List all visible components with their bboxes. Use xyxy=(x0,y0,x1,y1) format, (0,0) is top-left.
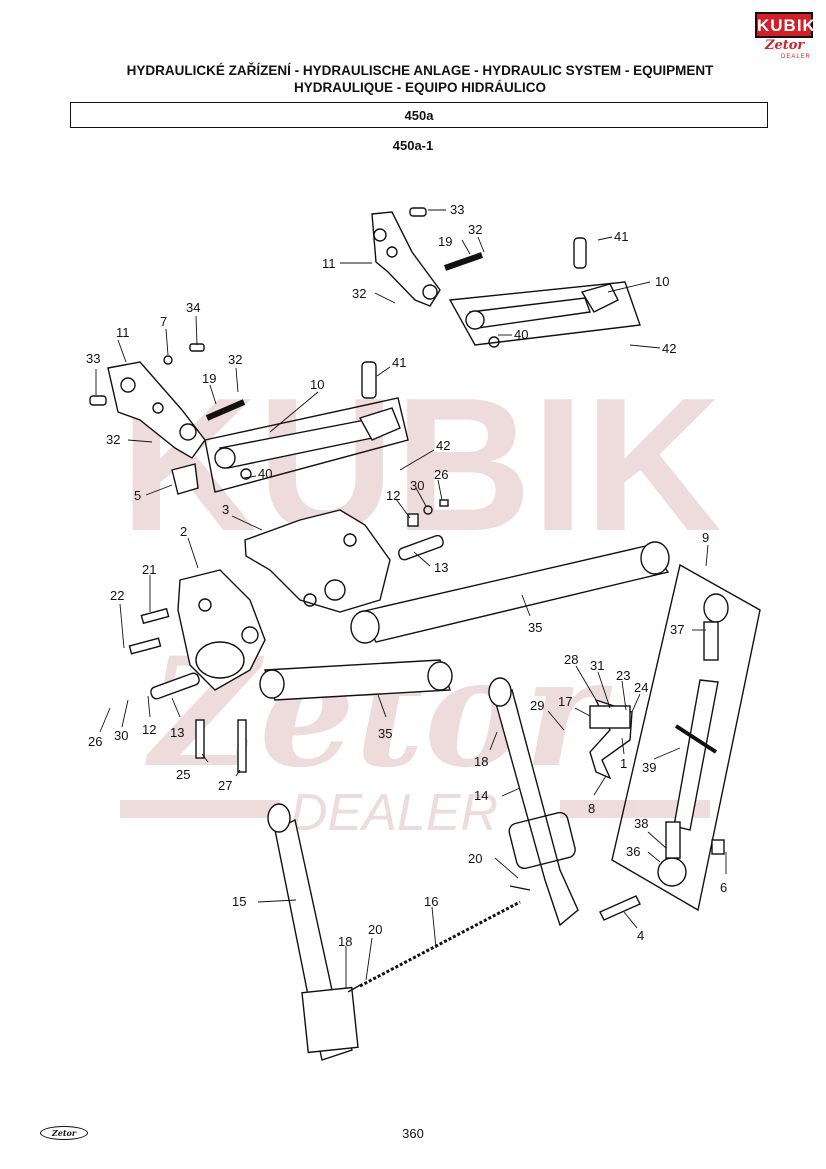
callout-10-left: 10 xyxy=(310,377,324,392)
callout-11-left: 11 xyxy=(116,325,130,340)
pin-4 xyxy=(599,895,641,921)
callout-leaders xyxy=(95,209,727,988)
top-link-14 xyxy=(494,688,579,927)
callout-26-left: 26 xyxy=(88,734,102,749)
logo-dealer-text: DEALER xyxy=(781,54,812,60)
logo-kubik-text: KUBIK xyxy=(757,16,816,35)
callout-41-left: 41 xyxy=(392,355,406,370)
callout-42-left: 42 xyxy=(436,438,450,453)
pin-41-top xyxy=(573,237,587,269)
callout-41-top: 41 xyxy=(614,229,628,244)
section-code: 450a xyxy=(404,108,434,123)
bolt-34 xyxy=(189,343,205,352)
pin-13-left xyxy=(150,672,200,700)
pin-33-top xyxy=(409,207,427,217)
callout-6: 6 xyxy=(720,880,727,895)
section-code-box: 450a xyxy=(70,102,768,128)
callout-35-upper: 35 xyxy=(528,620,542,635)
callout-19-top: 19 xyxy=(438,234,452,249)
callout-5: 5 xyxy=(134,488,141,503)
bolt-22 xyxy=(128,637,162,655)
callout-30-right: 30 xyxy=(410,478,424,493)
callout-35-lower: 35 xyxy=(378,726,392,741)
stabilizer-39 xyxy=(673,679,719,831)
callout-9: 9 xyxy=(702,530,709,545)
footer-zetor-logo: Zetor xyxy=(40,1126,88,1140)
callout-4: 4 xyxy=(637,928,644,943)
callout-32-top: 32 xyxy=(468,222,482,237)
callout-37: 37 xyxy=(670,622,684,637)
callout-30-left: 30 xyxy=(114,728,128,743)
callout-15: 15 xyxy=(232,894,246,909)
callout-36: 36 xyxy=(626,844,640,859)
callout-32-lower-left: 32 xyxy=(106,432,120,447)
logo-kubik-block: KUBIK xyxy=(755,12,816,38)
callout-20-right: 20 xyxy=(468,851,482,866)
callout-1: 1 xyxy=(620,756,627,771)
callout-38: 38 xyxy=(634,816,648,831)
callout-27: 27 xyxy=(218,778,232,793)
callout-33-left: 33 xyxy=(86,351,100,366)
diagram-sub-code: 450a-1 xyxy=(392,138,434,153)
callout-8: 8 xyxy=(588,801,595,816)
callout-32-left: 32 xyxy=(228,352,242,367)
callout-31: 31 xyxy=(590,658,604,673)
callout-26-right: 26 xyxy=(434,467,448,482)
callout-23: 23 xyxy=(616,668,630,683)
cylinder-panel-top xyxy=(448,281,641,346)
cylinder-panel-left xyxy=(204,397,409,493)
callout-labels: 33 32 19 41 10 11 32 40 42 34 7 11 33 32… xyxy=(86,202,727,949)
callout-17: 17 xyxy=(558,694,572,709)
callout-14: 14 xyxy=(474,788,488,803)
callout-32-mid: 32 xyxy=(352,286,366,301)
callout-40-left: 40 xyxy=(258,466,272,481)
stabilizer-panel-9 xyxy=(611,563,761,912)
parts-lines xyxy=(89,207,761,1061)
footer-logo-text: Zetor xyxy=(51,1128,77,1138)
kubik-zetor-dealer-logo: KUBIK Zetor DEALER xyxy=(755,12,815,64)
part-5 xyxy=(171,463,199,495)
callout-25: 25 xyxy=(176,767,190,782)
callout-2: 2 xyxy=(180,524,187,539)
callout-33-top: 33 xyxy=(450,202,464,217)
bracket-2 xyxy=(177,569,266,691)
bolt-21 xyxy=(140,607,170,625)
callout-28: 28 xyxy=(564,652,578,667)
callout-3: 3 xyxy=(222,502,229,517)
spring-16 xyxy=(359,900,521,988)
page-title-line-2: HYDRAULIQUE - EQUIPO HIDRÁULICO xyxy=(293,80,546,95)
cylinder-10-top xyxy=(468,297,591,329)
page-title-line-1: HYDRAULICKÉ ZAŘÍZENÍ - HYDRAULISCHE ANLA… xyxy=(126,63,714,78)
callout-19-left: 19 xyxy=(202,371,216,386)
callout-34: 34 xyxy=(186,300,200,315)
callout-13-left: 13 xyxy=(170,725,184,740)
bolt-25 xyxy=(195,719,205,759)
callout-12-left: 12 xyxy=(142,722,156,737)
callout-7: 7 xyxy=(160,314,167,329)
callout-21: 21 xyxy=(142,562,156,577)
bolt-27 xyxy=(237,719,247,773)
callout-24: 24 xyxy=(634,680,648,695)
callout-29: 29 xyxy=(530,698,544,713)
watermark-dealer: DEALER xyxy=(290,784,498,842)
callout-11-top: 11 xyxy=(322,256,336,271)
callout-10-top: 10 xyxy=(655,274,669,289)
pin-41-left xyxy=(361,361,377,399)
callout-20-left: 20 xyxy=(368,922,382,937)
callout-13-right: 13 xyxy=(434,560,448,575)
callout-42-top: 42 xyxy=(662,341,676,356)
page-number: 360 xyxy=(402,1126,424,1141)
upper-bracket-11 xyxy=(371,211,441,307)
callout-18-left: 18 xyxy=(338,934,352,949)
callout-22: 22 xyxy=(110,588,124,603)
callout-18-right: 18 xyxy=(474,754,488,769)
logo-zetor-text: Zetor xyxy=(765,38,805,53)
callout-39: 39 xyxy=(642,760,656,775)
pin-13-right xyxy=(397,534,444,561)
callout-16: 16 xyxy=(424,894,438,909)
callout-40-top: 40 xyxy=(514,327,528,342)
callout-12-right: 12 xyxy=(386,488,400,503)
